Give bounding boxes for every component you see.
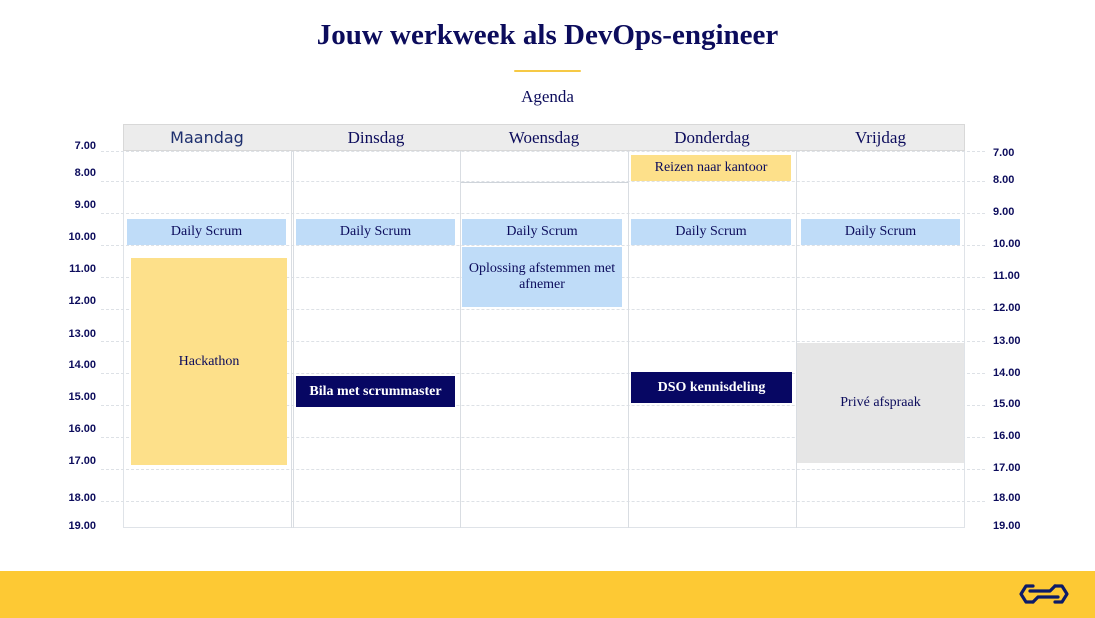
time-label: 13.00	[993, 335, 1021, 347]
event-reizen-naar-kantoor[interactable]: Reizen naar kantoor	[631, 155, 791, 181]
time-label: 17.00	[993, 462, 1021, 474]
event-oplossing-afstemmen[interactable]: Oplossing afstemmen met afnemer	[462, 247, 622, 307]
column-divider	[293, 124, 294, 528]
time-label: 10.00	[68, 231, 96, 243]
time-label: 18.00	[993, 492, 1021, 504]
time-label: 16.00	[993, 430, 1021, 442]
column-divider	[460, 124, 461, 528]
time-label: 7.00	[993, 147, 1015, 159]
ns-logo-icon	[1019, 584, 1069, 604]
time-label: 17.00	[68, 455, 96, 467]
time-label: 12.00	[68, 295, 96, 307]
time-label: 10.00	[993, 238, 1021, 250]
event-dso-kennisdeling[interactable]: DSO kennisdeling	[631, 372, 792, 403]
slot-border	[460, 182, 628, 183]
time-label: 11.00	[993, 270, 1020, 282]
time-label: 18.00	[68, 492, 96, 504]
hour-gridline	[101, 151, 985, 152]
time-label: 14.00	[68, 359, 96, 371]
day-header-maandag: Maandag	[170, 128, 244, 147]
hour-gridline	[101, 469, 985, 470]
footer-bar	[0, 571, 1095, 618]
hour-gridline	[101, 181, 985, 182]
time-label: 12.00	[993, 302, 1021, 314]
page-title: Jouw werkweek als DevOps-engineer	[316, 19, 779, 51]
event-bila-met-scrummaster[interactable]: Bila met scrummaster	[296, 376, 455, 407]
hour-gridline	[101, 501, 985, 502]
column-divider	[796, 124, 797, 528]
hour-gridline	[101, 373, 985, 374]
page-subtitle: Agenda	[521, 87, 574, 106]
event-prive-afspraak[interactable]: Privé afspraak	[797, 343, 964, 463]
time-label: 15.00	[993, 398, 1021, 410]
time-label: 19.00	[993, 520, 1021, 532]
event-daily-scrum-woensdag[interactable]: Daily Scrum	[462, 219, 622, 245]
time-label: 8.00	[993, 174, 1015, 186]
time-label: 14.00	[993, 367, 1021, 379]
time-label: 11.00	[69, 263, 96, 275]
time-label: 9.00	[74, 199, 96, 211]
event-hackathon[interactable]: Hackathon	[131, 258, 287, 465]
time-label: 7.00	[74, 140, 96, 152]
hour-gridline	[101, 213, 985, 214]
hour-gridline	[101, 341, 985, 342]
column-divider	[628, 124, 629, 528]
hour-gridline	[101, 437, 985, 438]
column-divider	[291, 124, 292, 528]
event-daily-scrum-donderdag[interactable]: Daily Scrum	[631, 219, 791, 245]
time-label: 13.00	[68, 328, 96, 340]
day-header-vrijdag: Vrijdag	[855, 128, 906, 147]
time-label: 15.00	[68, 391, 96, 403]
time-label: 8.00	[74, 167, 96, 179]
day-header-row	[123, 124, 965, 151]
hour-gridline	[101, 245, 985, 246]
hour-gridline	[101, 309, 985, 310]
time-label: 19.00	[68, 520, 96, 532]
event-daily-scrum-maandag[interactable]: Daily Scrum	[127, 219, 286, 245]
day-header-woensdag: Woensdag	[508, 128, 580, 147]
title-underline	[514, 70, 581, 72]
day-header-donderdag: Donderdag	[674, 128, 750, 147]
event-daily-scrum-vrijdag[interactable]: Daily Scrum	[801, 219, 960, 245]
time-label: 16.00	[68, 423, 96, 435]
hour-gridline	[101, 405, 985, 406]
event-daily-scrum-dinsdag[interactable]: Daily Scrum	[296, 219, 455, 245]
day-header-dinsdag: Dinsdag	[347, 128, 405, 147]
week-calendar: Maandag Dinsdag Woensdag Donderdag Vrijd…	[101, 124, 985, 528]
time-label: 9.00	[993, 206, 1015, 218]
